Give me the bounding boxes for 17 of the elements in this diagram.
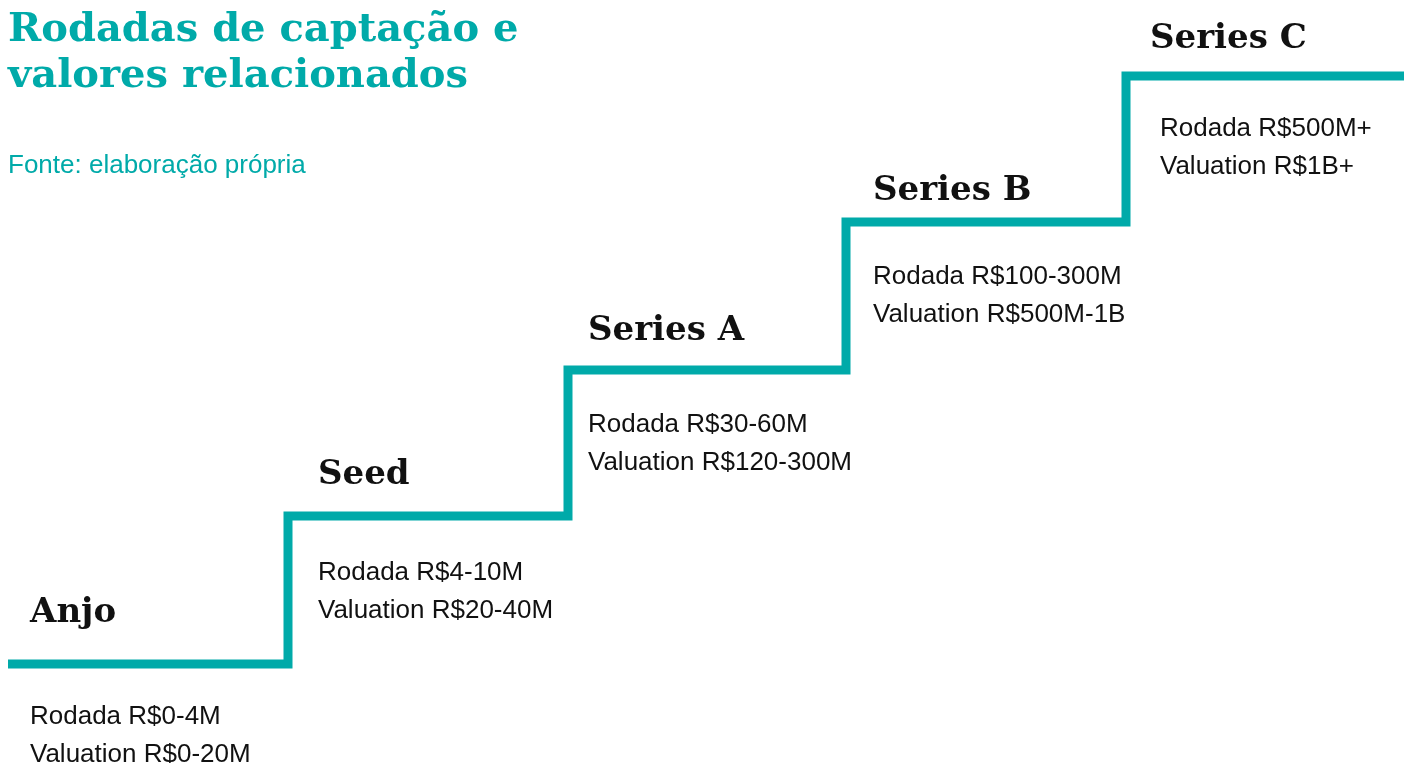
stage-heading: Series A bbox=[588, 308, 744, 348]
stage-heading: Series C bbox=[1150, 16, 1307, 56]
stage-heading: Series B bbox=[873, 168, 1032, 208]
round-amount: Rodada R$500M+ bbox=[1160, 111, 1372, 144]
round-amount: Rodada R$30-60M bbox=[588, 407, 808, 440]
round-amount: Rodada R$0-4M bbox=[30, 699, 221, 732]
source-note: Fonte: elaboração própria bbox=[8, 148, 306, 180]
valuation-amount: Valuation R$120-300M bbox=[588, 445, 853, 478]
stage-heading: Seed bbox=[318, 452, 410, 492]
valuation-amount: Valuation R$1B+ bbox=[1160, 149, 1354, 182]
valuation-amount: Valuation R$500M-1B bbox=[873, 297, 1126, 330]
chart-title: Rodadas de captação e valores relacionados bbox=[8, 4, 520, 96]
round-amount: Rodada R$100-300M bbox=[873, 259, 1122, 292]
round-amount: Rodada R$4-10M bbox=[318, 555, 524, 588]
valuation-amount: Valuation R$20-40M bbox=[318, 593, 554, 626]
valuation-amount: Valuation R$0-20M bbox=[30, 737, 251, 763]
stage-heading: Anjo bbox=[30, 590, 117, 630]
